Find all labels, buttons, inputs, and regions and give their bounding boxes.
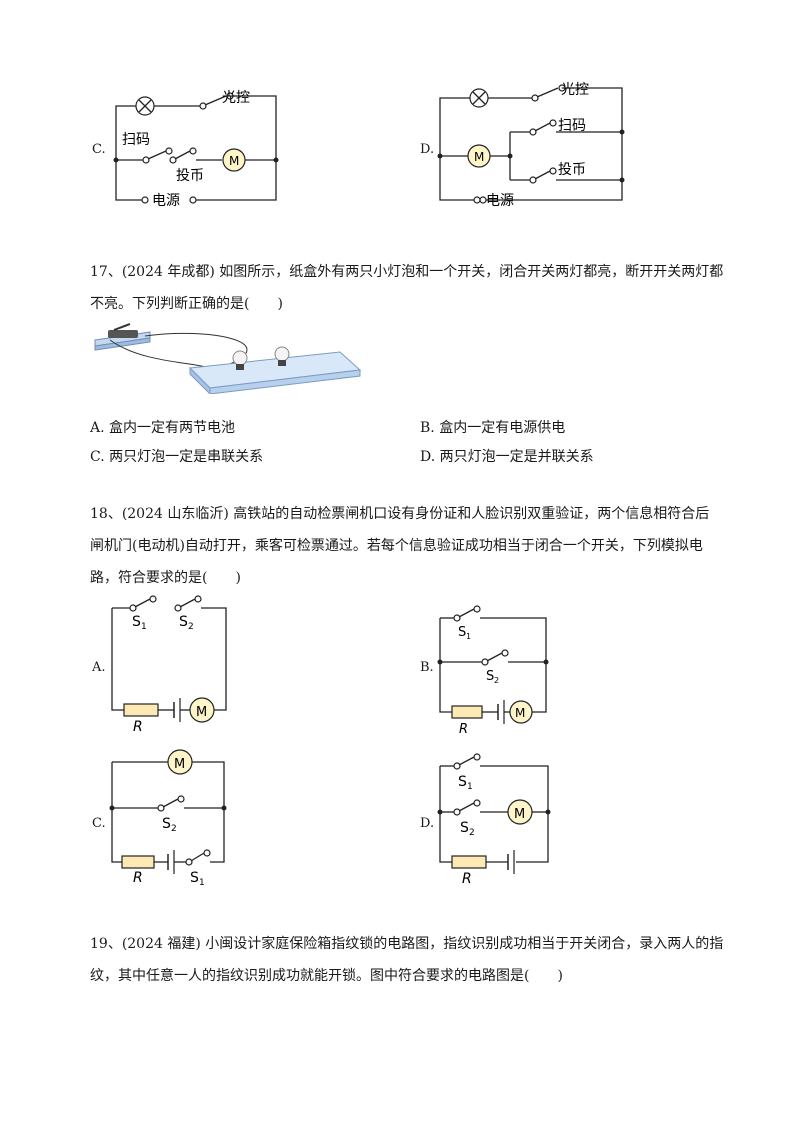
q16c-light-control-label: 光控 [222, 90, 250, 106]
svg-text:2: 2 [494, 676, 499, 685]
svg-text:S: S [179, 614, 188, 630]
q19-stem-line1: 19、(2024 福建) 小闽设计家庭保险箱指纹锁的电路图，指纹识别成功相当于开… [90, 936, 724, 952]
svg-text:S: S [460, 820, 469, 836]
resistor-icon [121, 855, 155, 869]
svg-text:R: R [133, 719, 143, 735]
svg-text:S: S [458, 625, 466, 640]
q17-box-illustration [94, 323, 362, 394]
q16-circuit-d: 光控 M 扫码 投币 电源 [437, 82, 625, 209]
q16-option-d-label: D. [420, 142, 435, 157]
q16d-light-control-label: 光控 [561, 82, 589, 98]
q18-stem-line2: 闸机门(电动机)自动打开，乘客可检票通过。若每个信息验证成功相当于闭合一个开关，… [90, 538, 703, 554]
svg-text:2: 2 [469, 828, 475, 838]
svg-text:1: 1 [467, 782, 473, 792]
svg-text:R: R [133, 870, 143, 886]
svg-text:M: M [196, 705, 207, 720]
svg-text:S: S [162, 816, 171, 832]
q18-option-d-label[interactable]: D. [420, 816, 435, 831]
svg-text:M: M [174, 757, 185, 772]
svg-text:1: 1 [199, 878, 205, 888]
motor-icon [509, 700, 533, 724]
q18-option-a-label[interactable]: A. [92, 660, 106, 675]
q17-option-d[interactable]: D. 两只灯泡一定是并联关系 [420, 449, 594, 465]
q17-option-c[interactable]: C. 两只灯泡一定是串联关系 [90, 449, 264, 465]
q16c-power-label: 电源 [152, 193, 180, 209]
svg-text:2: 2 [188, 622, 194, 632]
q18-option-c-label[interactable]: C. [92, 816, 106, 831]
q16d-power-label: 电源 [486, 193, 514, 209]
q18-circuit-b: S 1 S 2 M R [437, 605, 549, 737]
q16c-middle-branch [113, 147, 279, 172]
q16d-motor-label: M [474, 150, 484, 164]
q19-stem: 19、(2024 福建) 小闽设计家庭保险箱指纹锁的电路图，指纹识别成功相当于开… [90, 928, 730, 992]
svg-text:S: S [132, 614, 141, 630]
bulb-icon [274, 346, 290, 366]
q16c-motor-label: M [229, 154, 239, 168]
q18-option-b-label[interactable]: B. [420, 660, 434, 675]
q18-stem-line1: 18、(2024 山东临沂) 高铁站的自动检票闸机口设有身份证和人脸识别双重验证… [90, 506, 710, 522]
q18-circuit-d: S 1 M S 2 R [437, 753, 551, 887]
q16c-top-branch [115, 92, 277, 201]
q17-stem: 17、(2024 年成都) 如图所示，纸盒外有两只小灯泡和一个开关，闭合开关两灯… [90, 256, 730, 320]
svg-text:R: R [459, 722, 468, 737]
q16-option-c-label: C. [92, 142, 106, 157]
q16c-scan-label: 扫码 [122, 132, 150, 148]
svg-text:R: R [462, 871, 472, 887]
q16-circuit-c: 光控 M 扫码 投币 电源 [113, 90, 279, 209]
q16d-scan-label: 扫码 [558, 118, 586, 134]
svg-text:S: S [190, 870, 199, 886]
svg-text:2: 2 [171, 824, 177, 834]
resistor-icon [451, 855, 487, 869]
svg-text:M: M [514, 807, 525, 822]
resistor-icon [451, 705, 483, 719]
q19-stem-line2: 纹，其中任意一人的指纹识别成功就能开锁。图中符合要求的电路图是( ) [90, 968, 563, 984]
svg-text:S: S [458, 774, 467, 790]
bulb-icon [232, 350, 248, 370]
resistor-icon [123, 703, 159, 717]
q17-option-a[interactable]: A. 盒内一定有两节电池 [90, 420, 236, 436]
q16c-coin-label: 投币 [176, 168, 204, 184]
svg-text:1: 1 [466, 632, 471, 641]
q17-stem-line1: 17、(2024 年成都) 如图所示，纸盒外有两只小灯泡和一个开关，闭合开关两灯… [90, 264, 724, 280]
q18-circuit-a: S 1 S 2 M R [111, 595, 227, 735]
q17-option-b[interactable]: B. 盒内一定有电源供电 [420, 420, 566, 436]
svg-text:1: 1 [141, 622, 147, 632]
q18-stem-line3: 路，符合要求的是( ) [90, 570, 241, 586]
svg-text:S: S [486, 669, 494, 684]
switch-icon [108, 330, 138, 338]
motor-icon [189, 697, 215, 723]
svg-text:M: M [515, 706, 525, 720]
q18-circuit-c: M S 2 R S 1 [109, 749, 227, 888]
q16d-coin-label: 投币 [558, 162, 586, 178]
q18-stem: 18、(2024 山东临沂) 高铁站的自动检票闸机口设有身份证和人脸识别双重验证… [90, 498, 730, 594]
q17-stem-line2: 不亮。下列判断正确的是( ) [90, 296, 283, 312]
